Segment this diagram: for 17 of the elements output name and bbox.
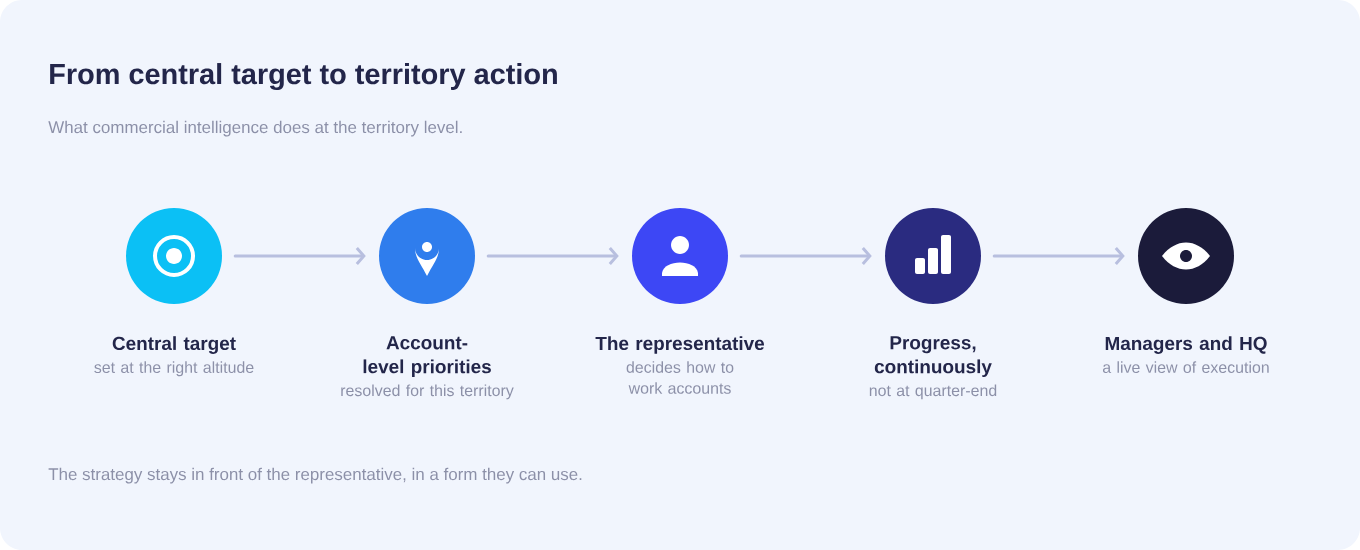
step-heading: Account-level priorities (363, 336, 491, 378)
subtitle: What commercial intelligence does at the territory level. (48, 120, 462, 137)
step-heading: The representative (595, 336, 765, 354)
step-description: decides how to work accounts (626, 361, 734, 394)
title: From central target to territory action (50, 63, 557, 91)
step-heading: Central target (112, 336, 236, 354)
step-heading: Managers and HQ (1105, 336, 1267, 354)
arrow (486, 247, 619, 265)
step-description: set at the right altitude (94, 361, 254, 377)
step-description: a live view of execution (1102, 361, 1269, 373)
footnote: The strategy stays in front of the representative, in a form they can use. (48, 467, 582, 484)
arrow (739, 247, 872, 265)
step-heading: Progress, continuously (874, 336, 992, 378)
step-description: resolved for this territory (341, 384, 514, 400)
arrow (233, 247, 366, 265)
arrow (992, 247, 1125, 265)
step-description: not at quarter-end (869, 384, 997, 400)
